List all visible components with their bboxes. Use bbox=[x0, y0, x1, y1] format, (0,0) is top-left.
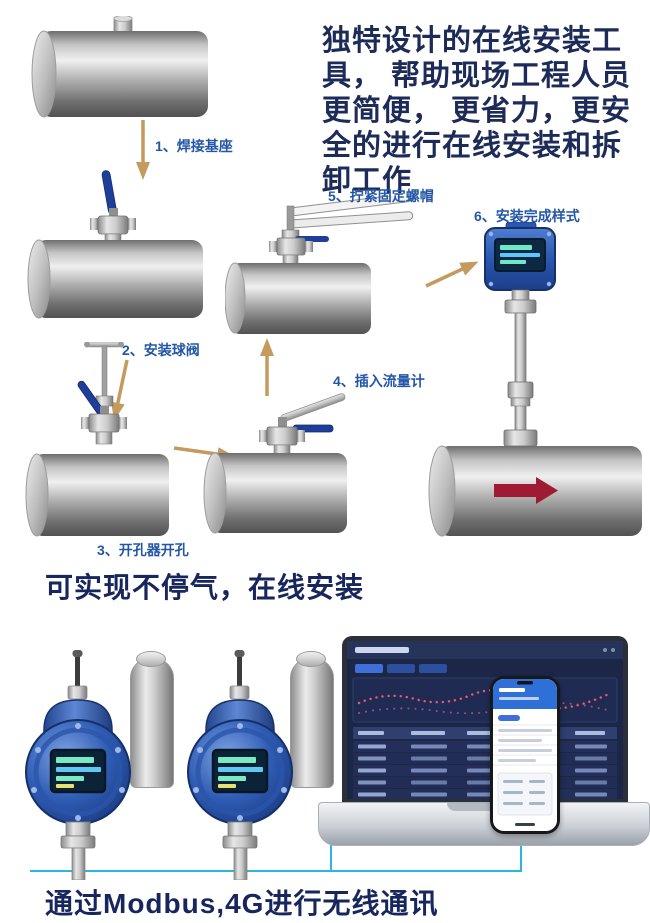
valve-body bbox=[276, 237, 306, 256]
diagonal-arrow-icon bbox=[425, 261, 479, 288]
tool-lever bbox=[280, 393, 346, 422]
modbus-wire bbox=[520, 834, 522, 872]
pipe bbox=[40, 31, 208, 117]
down-arrow-icon bbox=[136, 120, 150, 180]
illustration-tighten-nut bbox=[225, 196, 414, 334]
valve-lever bbox=[101, 170, 117, 215]
step-label-1: 1、焊接基座 bbox=[155, 138, 233, 154]
dashboard-table-row bbox=[353, 741, 617, 752]
step-label-5: 5、拧紧固定螺帽 bbox=[328, 188, 434, 204]
drill-rod bbox=[101, 345, 108, 399]
laptop-dashboard bbox=[347, 641, 623, 800]
phone-app bbox=[493, 679, 557, 831]
step-label-4: 4、插入流量计 bbox=[333, 373, 425, 389]
modbus-wire bbox=[30, 870, 522, 872]
valve-body bbox=[88, 413, 120, 433]
pipe bbox=[33, 454, 169, 536]
communication-caption: 通过Modbus,4G进行无线通讯 bbox=[45, 888, 439, 919]
dashboard-table-row bbox=[353, 789, 617, 800]
illustration-pipe-ball-valve bbox=[27, 170, 203, 319]
illustration-flowmeter-installed bbox=[428, 222, 642, 537]
step-label-6: 6、安装完成样式 bbox=[474, 208, 580, 224]
pipe bbox=[211, 453, 347, 533]
illustration-insert-flowmeter bbox=[203, 393, 347, 534]
dashboard-table-row bbox=[353, 753, 617, 764]
laptop-screen bbox=[342, 636, 628, 804]
dashboard-table-row bbox=[353, 765, 617, 776]
pipe bbox=[35, 240, 203, 318]
dashboard-chart bbox=[352, 677, 618, 723]
pipe bbox=[231, 263, 371, 334]
flow-direction-arrow-icon bbox=[494, 477, 558, 504]
laptop-base bbox=[318, 802, 650, 846]
illustration-hole-opener bbox=[25, 342, 169, 537]
up-arrow-icon bbox=[260, 338, 274, 396]
gas-detector-1 bbox=[20, 650, 138, 880]
intro-text: 独特设计的在线安装工具， 帮助现场工程人员更简便， 更省力，更安全的进行在线安装… bbox=[322, 25, 632, 197]
valve-body bbox=[97, 215, 129, 235]
illustration-pipe-welded-base bbox=[31, 16, 208, 118]
sensor-cylinder-1 bbox=[130, 651, 174, 788]
ball-valve bbox=[90, 170, 136, 245]
phone-notch bbox=[517, 681, 533, 685]
modbus-wire bbox=[330, 824, 332, 872]
valve-body bbox=[266, 426, 298, 446]
online-install-caption: 可实现不停气，在线安装 bbox=[45, 572, 365, 603]
probe-stem bbox=[514, 312, 527, 434]
phone-screen bbox=[493, 679, 557, 831]
sensor-cylinder-2 bbox=[290, 651, 334, 788]
step-label-3: 3、开孔器开孔 bbox=[97, 542, 189, 558]
fixing-nut bbox=[507, 381, 534, 399]
step-label-2: 2、安装球阀 bbox=[122, 342, 200, 358]
phone-home-indicator bbox=[515, 823, 535, 826]
gas-detector-2 bbox=[182, 650, 300, 880]
smartphone bbox=[490, 676, 560, 834]
dashboard-table-row bbox=[353, 777, 617, 788]
